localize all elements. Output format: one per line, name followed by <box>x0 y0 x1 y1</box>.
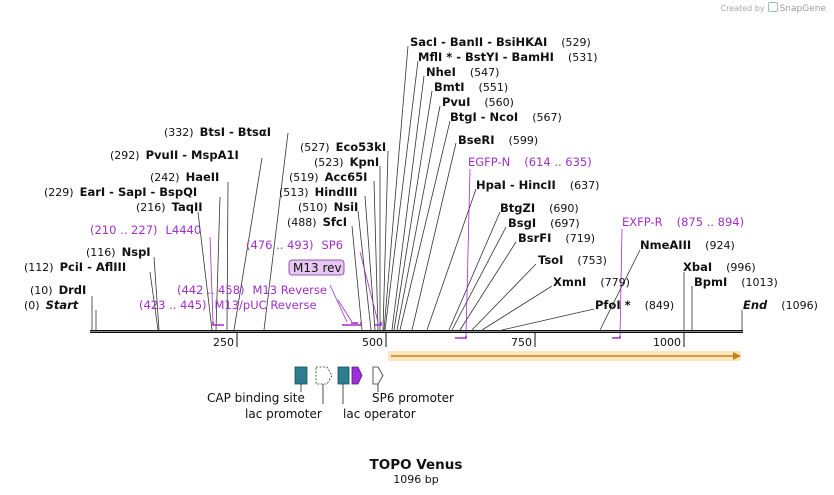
feature-sp6-promoter: SP6 promoter <box>372 391 454 405</box>
site-btgzi: BtgZI(690) <box>500 201 579 215</box>
site-bsgi: BsgI(697) <box>508 216 580 230</box>
primer-m13-reverse: (442 .. 458)M13 Reverse <box>177 283 327 297</box>
site-pvuii-mspa1i: (292)PvuII - MspA1I <box>110 148 239 162</box>
site-nsii: (510)NsiI <box>298 200 358 214</box>
site-bpmi: BpmI(1013) <box>694 275 778 289</box>
site-sfci: (488)SfcI <box>287 215 347 229</box>
map-title: TOPO Venus <box>370 457 463 473</box>
cap-binding-site-feature <box>294 366 308 385</box>
m13-rev-feature <box>351 366 363 385</box>
feature-lac-promoter: lac promoter <box>245 407 322 421</box>
lac-operator-feature <box>337 366 350 385</box>
site-btgi-ncoi: BtgI - NcoI(567) <box>450 110 562 124</box>
site-bsrfi: BsrFI(719) <box>518 231 595 245</box>
site-haeii: (242)HaeII <box>150 170 219 184</box>
site-hindiii: (513)HindIII <box>279 185 357 199</box>
site-nhei: NheI(547) <box>426 65 499 79</box>
primer-sp6: (476 .. 493)SP6 <box>246 238 343 252</box>
site-bseri: BseRI(599) <box>458 133 538 147</box>
scale-ticks: 250 500 750 1000 <box>213 336 681 349</box>
site-kpni: (523)KpnI <box>314 155 379 169</box>
site-drdi: (10)DrdI <box>30 283 86 297</box>
tick-500: 500 <box>362 336 383 349</box>
primer-l4440: (210 .. 227)L4440 <box>90 223 201 237</box>
site-nmeaiii: NmeAIII(924) <box>640 238 735 252</box>
site-tsoi: TsoI(753) <box>538 253 607 267</box>
primer-egfp-n: EGFP-N(614 .. 635) <box>468 155 592 169</box>
lac-promoter-feature <box>315 366 333 385</box>
primer-exfp-r: EXFP-R(875 .. 894) <box>622 215 744 229</box>
primer-m13-puc-reverse: (423 .. 445)M13/pUC Reverse <box>139 298 317 312</box>
site-pfoi: PfoI *(849) <box>595 298 674 312</box>
site-acc65i: (519)Acc65I <box>289 170 367 184</box>
map-length: 1096 bp <box>393 473 438 486</box>
site-start: (0)Start <box>24 298 79 312</box>
primer-m13-rev: M13 rev <box>293 261 342 275</box>
site-eco53ki: (527)Eco53kI <box>300 140 386 154</box>
tick-250: 250 <box>213 336 234 349</box>
credit-brand: SnapGene <box>779 4 826 14</box>
site-nspi: (116)NspI <box>86 245 151 259</box>
scale-tick-marks <box>236 333 685 347</box>
site-btsi-btsai: (332)BtsI - BtsαI <box>164 125 271 139</box>
site-mfli-bstyi-bamhi: MflI * - BstYI - BamHI(531) <box>418 50 598 64</box>
site-end: End(1096) <box>743 298 818 312</box>
site-xmni: XmnI(779) <box>553 275 630 289</box>
dna-backbone <box>90 330 743 333</box>
site-pcii-afliii: (112)PciI - AflIII <box>24 260 126 274</box>
primer-leader-lines <box>209 168 623 337</box>
primer-labels: (210 .. 227)L4440 (423 .. 445)M13/pUC Re… <box>90 155 744 312</box>
site-hpai-hincii: HpaI - HincII(637) <box>476 178 599 192</box>
tick-750: 750 <box>511 336 532 349</box>
orf-arrow <box>388 351 741 361</box>
site-bmti: BmtI(551) <box>434 80 508 94</box>
credit-prefix: Created by <box>720 4 765 13</box>
site-xbai: XbaI(996) <box>683 260 756 274</box>
primer-m13-rev-badge: M13 rev <box>288 259 345 276</box>
feature-lac-operator: lac operator <box>343 407 416 421</box>
site-pvui: PvuI(560) <box>442 95 514 109</box>
tick-1000: 1000 <box>653 336 681 349</box>
features: CAP binding site lac promoter lac operat… <box>207 366 454 421</box>
primer-markers <box>212 322 621 339</box>
feature-cap-binding-site: CAP binding site <box>207 391 305 405</box>
sp6-promoter-feature <box>372 366 384 385</box>
snapgene-logo-icon <box>767 2 778 12</box>
site-taqii: (216)TaqII <box>136 200 203 214</box>
snapgene-credit: Created by SnapGene <box>721 2 826 14</box>
site-labels: (0)Start (10)DrdI (112)PciI - AflIII (11… <box>24 35 818 312</box>
site-eari-sapi-bspqi: (229)EarI - SapI - BspQI <box>44 185 197 199</box>
site-saci-banii-bsihkai: SacI - BanII - BsiHKAI(529) <box>410 35 591 49</box>
